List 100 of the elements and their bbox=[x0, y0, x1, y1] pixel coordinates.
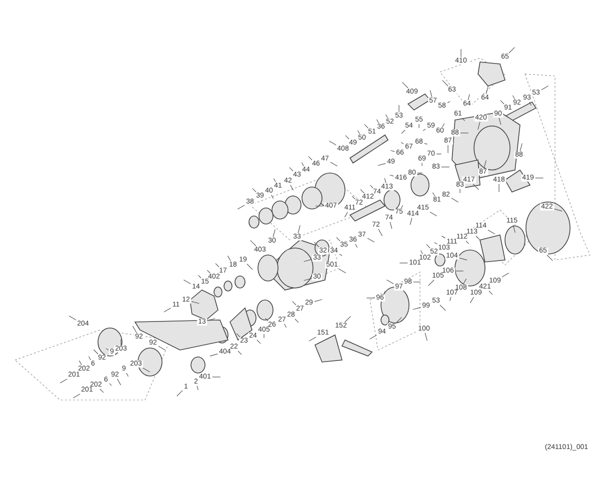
leader-line bbox=[215, 263, 220, 268]
leader-line bbox=[360, 189, 364, 194]
leader-line bbox=[314, 299, 322, 302]
leader-line bbox=[455, 270, 464, 272]
leader-line bbox=[289, 167, 294, 172]
leader-line bbox=[385, 114, 388, 118]
leader-line bbox=[401, 205, 404, 208]
leader-line bbox=[520, 142, 522, 152]
leader-line bbox=[304, 278, 312, 281]
leader-line bbox=[344, 316, 351, 322]
leader-line bbox=[227, 256, 231, 262]
leader-line bbox=[196, 386, 198, 390]
leader-line bbox=[378, 228, 383, 236]
leader-line bbox=[424, 332, 428, 342]
leader-line bbox=[117, 378, 122, 386]
leader-line bbox=[430, 90, 432, 98]
leader-line bbox=[126, 372, 129, 377]
leader-line bbox=[390, 150, 395, 152]
leader-line bbox=[430, 212, 438, 216]
leader-line bbox=[402, 82, 408, 88]
leader-line bbox=[484, 160, 486, 168]
leader-line bbox=[330, 162, 338, 166]
leader-line bbox=[236, 333, 240, 338]
leader-line bbox=[396, 317, 402, 324]
leader-line bbox=[529, 102, 532, 106]
leader-line bbox=[447, 101, 450, 104]
leader-line bbox=[176, 390, 183, 396]
leader-line bbox=[344, 212, 348, 218]
leader-line bbox=[304, 259, 312, 262]
leader-line bbox=[417, 172, 423, 174]
leader-line bbox=[478, 122, 480, 130]
leader-line bbox=[410, 218, 412, 226]
leader-line bbox=[541, 86, 549, 90]
leader-line bbox=[468, 94, 470, 100]
leader-line bbox=[60, 378, 68, 384]
leader-line bbox=[367, 238, 375, 242]
leader-line bbox=[339, 254, 342, 256]
leader-line bbox=[432, 192, 435, 196]
leader-line bbox=[364, 124, 368, 128]
leader-line bbox=[460, 132, 469, 134]
leader-line bbox=[420, 250, 423, 254]
leader-line bbox=[554, 208, 562, 212]
leader-line bbox=[451, 198, 459, 202]
leader-line bbox=[272, 228, 276, 238]
leader-line bbox=[164, 308, 172, 312]
leader-line bbox=[158, 346, 166, 350]
leader-line bbox=[292, 301, 296, 306]
leader-line bbox=[271, 194, 274, 199]
leader-line bbox=[106, 348, 109, 350]
leader-line bbox=[72, 394, 80, 398]
leader-line bbox=[369, 334, 377, 340]
leader-line bbox=[183, 280, 191, 284]
leader-line bbox=[93, 349, 98, 354]
leader-line bbox=[386, 280, 394, 284]
leader-line bbox=[314, 242, 320, 248]
leader-line bbox=[400, 142, 404, 144]
leader-line bbox=[498, 118, 502, 126]
leader-line bbox=[441, 236, 446, 238]
leader-line bbox=[355, 244, 358, 248]
leader-line bbox=[398, 104, 400, 112]
leader-line bbox=[418, 124, 420, 128]
leader-line bbox=[390, 174, 394, 176]
leader-line bbox=[412, 307, 421, 310]
leader-line bbox=[460, 48, 462, 58]
leader-line bbox=[207, 318, 216, 321]
leader-line bbox=[512, 224, 516, 234]
leader-line bbox=[212, 376, 221, 378]
leader-line bbox=[352, 196, 356, 200]
leader-line bbox=[338, 268, 346, 274]
leader-line bbox=[78, 360, 82, 366]
leader-line bbox=[264, 318, 268, 322]
leader-line bbox=[308, 336, 316, 342]
leader-line bbox=[512, 95, 515, 100]
leader-line bbox=[390, 222, 392, 230]
leader-line bbox=[120, 338, 122, 346]
leader-line bbox=[488, 230, 496, 234]
leader-line bbox=[336, 237, 340, 242]
leader-line bbox=[500, 100, 504, 104]
leader-line bbox=[142, 368, 150, 372]
leader-line bbox=[132, 326, 137, 334]
leader-line bbox=[301, 162, 304, 166]
leader-line bbox=[298, 224, 300, 234]
leader-line bbox=[399, 262, 408, 264]
leader-line bbox=[486, 86, 488, 94]
leader-line bbox=[459, 258, 468, 260]
leader-line bbox=[426, 244, 430, 248]
leader-line bbox=[284, 324, 287, 328]
leader-line bbox=[210, 354, 218, 356]
leader-line bbox=[384, 178, 386, 184]
leader-line bbox=[378, 163, 386, 166]
leader-line bbox=[88, 356, 91, 360]
leader-line bbox=[463, 278, 467, 284]
leader-line bbox=[273, 178, 276, 182]
leader-line bbox=[191, 301, 200, 304]
leader-line bbox=[250, 240, 256, 246]
leader-line bbox=[357, 130, 360, 134]
leader-line bbox=[450, 296, 452, 302]
leader-line bbox=[434, 242, 438, 244]
leader-line bbox=[498, 184, 500, 192]
leader-line bbox=[328, 140, 336, 146]
